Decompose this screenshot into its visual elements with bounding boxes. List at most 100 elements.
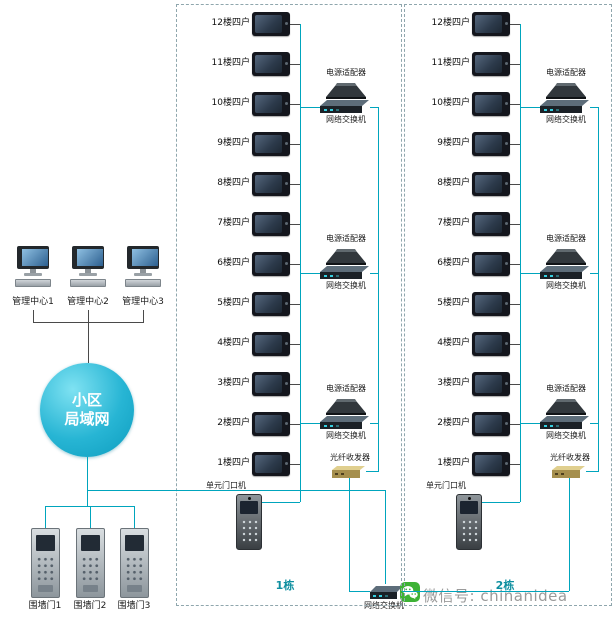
network-switch-label: 网络交换机 <box>546 281 586 290</box>
connector-line <box>301 423 320 424</box>
pc-stand <box>140 269 146 273</box>
floor-label: 9楼四户 <box>437 138 470 148</box>
pc-base <box>24 273 42 276</box>
monitor-button <box>505 462 508 465</box>
pc-screen <box>77 249 103 266</box>
indoor-monitor-icon <box>472 372 510 396</box>
floor-network-switch <box>540 99 590 118</box>
network-switch-icon <box>540 266 589 279</box>
power-adapter-label: 电源适配器 <box>546 68 586 77</box>
pc-stand <box>30 269 36 273</box>
door-screen <box>460 501 478 514</box>
monitor-screen <box>475 55 502 73</box>
fiber-transceiver-icon <box>552 466 585 478</box>
floor-label: 11楼四户 <box>211 58 250 68</box>
floor-label: 2楼四户 <box>217 418 250 428</box>
connector-line <box>510 224 520 225</box>
monitor-screen <box>475 455 502 473</box>
monitor-button <box>505 422 508 425</box>
pc-keyboard <box>15 279 51 287</box>
connector-line <box>402 591 569 592</box>
power-adapter-label: 电源适配器 <box>546 384 586 393</box>
monitor-screen <box>255 295 282 313</box>
connector-line <box>510 264 520 265</box>
fiber-transceiver <box>552 464 586 483</box>
floor-network-switch <box>540 265 590 284</box>
indoor-monitor-icon <box>252 292 290 316</box>
power-adapter-icon <box>546 249 586 265</box>
power-adapter <box>324 396 368 420</box>
connector-line <box>33 310 34 322</box>
floor-label: 3楼四户 <box>217 378 250 388</box>
connector-line <box>134 506 135 528</box>
indoor-monitor-icon <box>472 212 510 236</box>
connector-line <box>87 490 386 491</box>
indoor-monitor-icon <box>472 292 510 316</box>
monitor-button <box>285 142 288 145</box>
monitor-button <box>505 342 508 345</box>
power-adapter-icon <box>326 249 366 265</box>
door-camera <box>248 497 251 500</box>
connector-line <box>290 224 300 225</box>
connector-line <box>569 478 570 591</box>
connector-line <box>143 310 144 322</box>
connector-line <box>510 144 520 145</box>
connector-line <box>590 107 598 108</box>
monitor-button <box>505 302 508 305</box>
power-adapter <box>324 80 368 104</box>
monitor-button <box>505 22 508 25</box>
monitor-screen <box>255 215 282 233</box>
monitor-screen <box>255 95 282 113</box>
gate-label: 围墙门1 <box>28 601 62 611</box>
gate-keypad <box>36 556 55 582</box>
power-adapter-label: 电源适配器 <box>326 68 366 77</box>
pc-screen <box>132 249 158 266</box>
indoor-monitor-icon <box>252 332 290 356</box>
monitor-button <box>505 222 508 225</box>
gate-speaker <box>83 585 98 592</box>
floor-label: 12楼四户 <box>431 18 470 28</box>
floor-label: 10楼四户 <box>431 98 470 108</box>
floor-label: 5楼四户 <box>217 298 250 308</box>
management-pc-icon <box>15 246 51 298</box>
monitor-screen <box>475 335 502 353</box>
floor-network-switch <box>540 415 590 434</box>
connector-line <box>90 506 91 528</box>
monitor-screen <box>475 175 502 193</box>
monitor-button <box>285 422 288 425</box>
network-switch-icon <box>540 416 589 429</box>
monitor-screen <box>255 135 282 153</box>
connector-line <box>290 184 300 185</box>
monitor-button <box>505 102 508 105</box>
gate-label: 围墙门3 <box>117 601 151 611</box>
building-boundary <box>176 4 402 606</box>
floor-label: 12楼四户 <box>211 18 250 28</box>
management-pc-icon <box>70 246 106 298</box>
monitor-screen <box>255 455 282 473</box>
connector-line <box>290 264 300 265</box>
pc-base <box>134 273 152 276</box>
connector-line <box>290 304 300 305</box>
power-adapter-icon <box>326 83 366 99</box>
management-pc-icon <box>125 246 161 298</box>
network-switch-label: 网络交换机 <box>326 281 366 290</box>
connector-line <box>510 384 520 385</box>
connector-line <box>88 310 89 322</box>
network-switch-label: 网络交换机 <box>326 115 366 124</box>
pc-monitor <box>17 246 49 269</box>
connector-line <box>510 104 520 105</box>
indoor-monitor-icon <box>252 412 290 436</box>
monitor-screen <box>475 415 502 433</box>
power-adapter-icon <box>326 399 366 415</box>
floor-label: 8楼四户 <box>217 178 250 188</box>
monitor-screen <box>255 175 282 193</box>
connector-line <box>510 24 520 25</box>
indoor-monitor-icon <box>472 172 510 196</box>
management-center-label: 管理中心1 <box>12 297 54 307</box>
connector-line <box>88 322 89 363</box>
connector-line <box>262 502 300 503</box>
connector-line <box>290 104 300 105</box>
floor-label: 5楼四户 <box>437 298 470 308</box>
door-keypad <box>461 519 479 543</box>
